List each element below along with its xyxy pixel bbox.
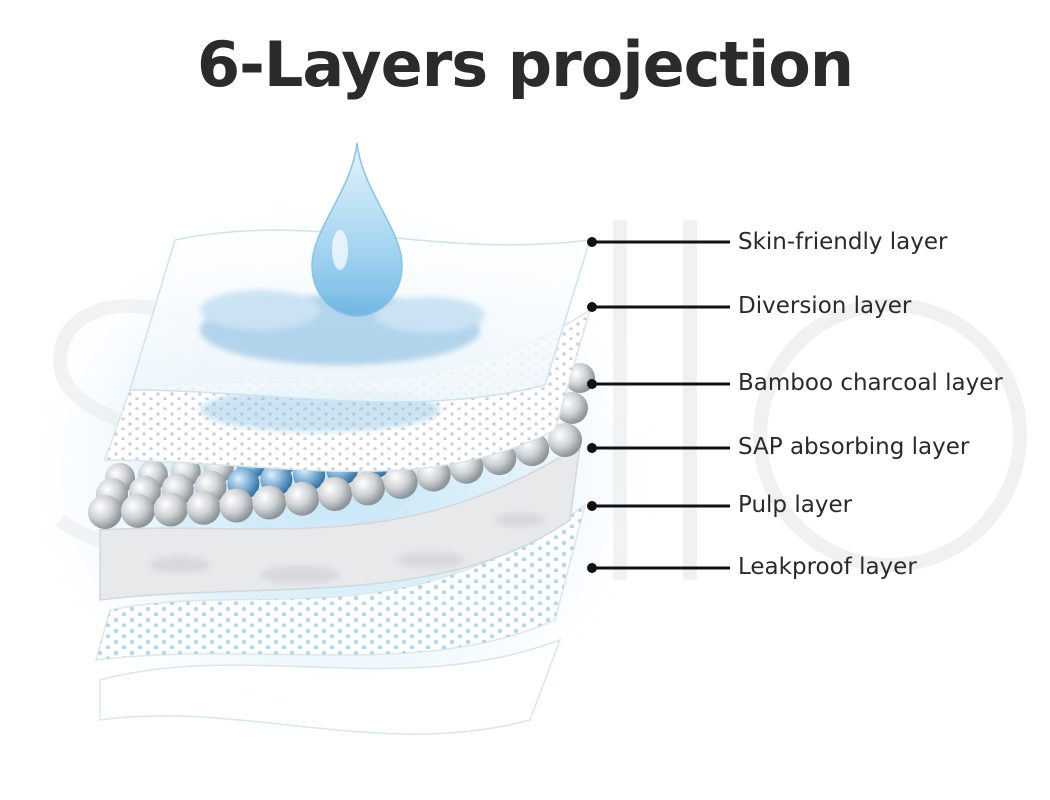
sap-bead — [120, 493, 155, 528]
sap-bead — [383, 464, 418, 499]
label-diversion-layer: Diversion layer — [738, 293, 912, 319]
water-drop-icon — [311, 142, 403, 317]
sap-bead — [219, 488, 254, 523]
sap-bead — [548, 423, 582, 457]
label-leakproof-layer: Leakproof layer — [738, 554, 917, 580]
sap-bead — [186, 490, 221, 525]
sap-bead — [285, 481, 320, 516]
sap-bead — [350, 471, 385, 506]
label-skin-friendly-layer: Skin-friendly layer — [738, 229, 948, 255]
leakproof-layer-sheet — [99, 638, 562, 735]
page-title: 6-Layers projection — [196, 28, 854, 101]
sap-bead — [252, 485, 287, 520]
label-bamboo-charcoal-layer: Bamboo charcoal layer — [738, 370, 1003, 396]
label-sap-absorbing-layer: SAP absorbing layer — [738, 434, 970, 460]
sap-bead — [318, 477, 352, 511]
sap-bead — [88, 495, 122, 529]
leader-lines — [587, 237, 730, 573]
label-pulp-layer: Pulp layer — [738, 492, 853, 518]
sap-bead — [153, 492, 188, 527]
